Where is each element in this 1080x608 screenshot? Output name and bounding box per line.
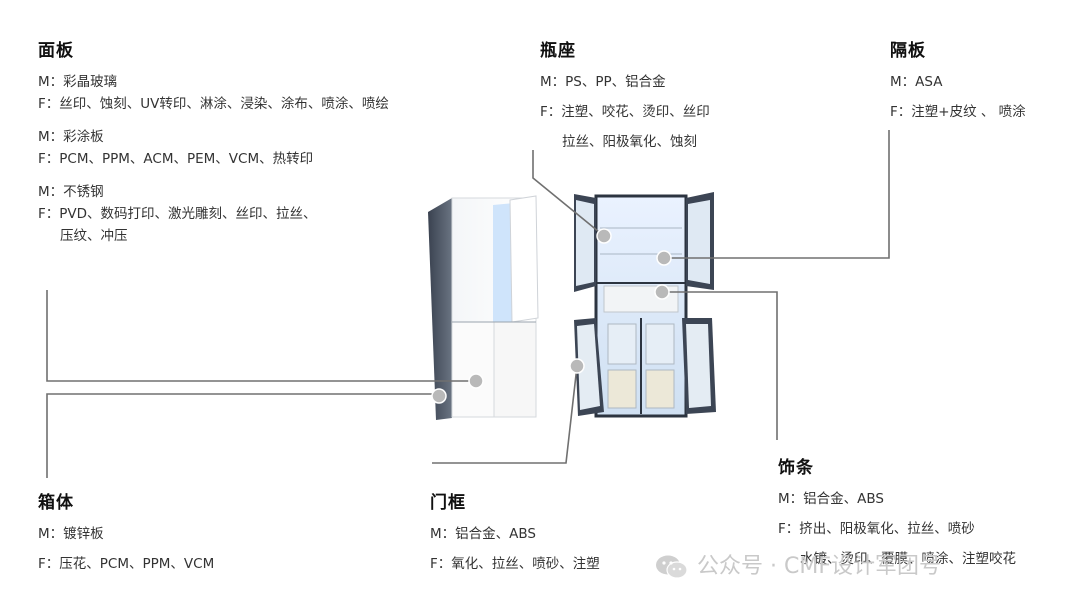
marker-bottle-seat	[596, 228, 612, 244]
shelf-finish: F：注塑+皮纹 、 喷涂	[890, 104, 1026, 120]
leader-panel	[46, 290, 475, 382]
watermark-text: 公众号 · CMF设计军团号	[697, 554, 941, 579]
panel-finish-3-cont: 压纹、冲压	[60, 228, 128, 244]
bottle-seat-block: 瓶座 M：PS、PP、铝合金 F：注塑、咬花、烫印、丝印 拉丝、阳极氧化、蚀刻	[540, 36, 710, 153]
panel-finish-1: F：丝印、蚀刻、UV转印、淋涂、浸染、涂布、喷涂、喷绘	[38, 96, 389, 112]
leader-door-frame	[432, 365, 578, 464]
marker-door-frame	[569, 358, 585, 374]
trim-finish: F：挤出、阳极氧化、拉丝、喷砂	[778, 521, 975, 537]
bottle-seat-title: 瓶座	[540, 41, 576, 61]
door-frame-finish: F：氧化、拉丝、喷砂、注塑	[430, 556, 600, 572]
door-frame-material: M：铝合金、ABS	[430, 526, 536, 542]
watermark: 公众号 · CMF设计军团号	[655, 548, 941, 580]
bottle-seat-material: M：PS、PP、铝合金	[540, 74, 666, 90]
shelf-block: 隔板 M：ASA F：注塑+皮纹 、 喷涂	[890, 36, 1026, 123]
marker-shelf	[656, 250, 672, 266]
cabinet-block: 箱体 M：镀锌板 F：压花、PCM、PPM、VCM	[38, 488, 214, 575]
cabinet-title: 箱体	[38, 493, 74, 513]
panel-finish-3: F：PVD、数码打印、激光雕刻、丝印、拉丝、	[38, 206, 317, 222]
bottle-seat-finish: F：注塑、咬花、烫印、丝印	[540, 104, 710, 120]
panel-material-2: M：彩涂板	[38, 129, 104, 145]
marker-panel	[468, 373, 484, 389]
trim-finish-cont: 水镀、烫印、覆膜、喷涂、注塑咬花	[800, 551, 1016, 567]
leader-cabinet	[46, 393, 440, 478]
panel-finish-2: F：PCM、PPM、ACM、PEM、VCM、热转印	[38, 151, 314, 167]
panel-title: 面板	[38, 41, 74, 61]
panel-block: 面板 M：彩晶玻璃 F：丝印、蚀刻、UV转印、淋涂、浸染、涂布、喷涂、喷绘 M：…	[38, 36, 389, 247]
bottle-seat-finish-cont: 拉丝、阳极氧化、蚀刻	[562, 134, 697, 150]
trim-title: 饰条	[778, 458, 814, 478]
door-frame-block: 门框 M：铝合金、ABS F：氧化、拉丝、喷砂、注塑	[430, 488, 600, 575]
panel-material-3: M：不锈钢	[38, 184, 104, 200]
cabinet-material: M：镀锌板	[38, 526, 104, 542]
wechat-icon	[655, 554, 689, 580]
leader-bottle-seat	[532, 150, 605, 237]
shelf-material: M：ASA	[890, 74, 943, 90]
trim-block: 饰条 M：铝合金、ABS F：挤出、阳极氧化、拉丝、喷砂 水镀、烫印、覆膜、喷涂…	[778, 453, 1016, 570]
marker-trim	[654, 284, 670, 300]
fridge-closed-illustration	[428, 195, 539, 420]
shelf-title: 隔板	[890, 41, 926, 61]
door-frame-title: 门框	[430, 493, 466, 513]
marker-dots	[431, 228, 672, 404]
panel-material-1: M：彩晶玻璃	[38, 74, 118, 90]
cabinet-finish: F：压花、PCM、PPM、VCM	[38, 556, 215, 572]
leader-trim	[662, 291, 778, 440]
trim-material: M：铝合金、ABS	[778, 491, 884, 507]
fridge-open-illustration	[574, 192, 716, 418]
marker-cabinet	[431, 388, 447, 404]
